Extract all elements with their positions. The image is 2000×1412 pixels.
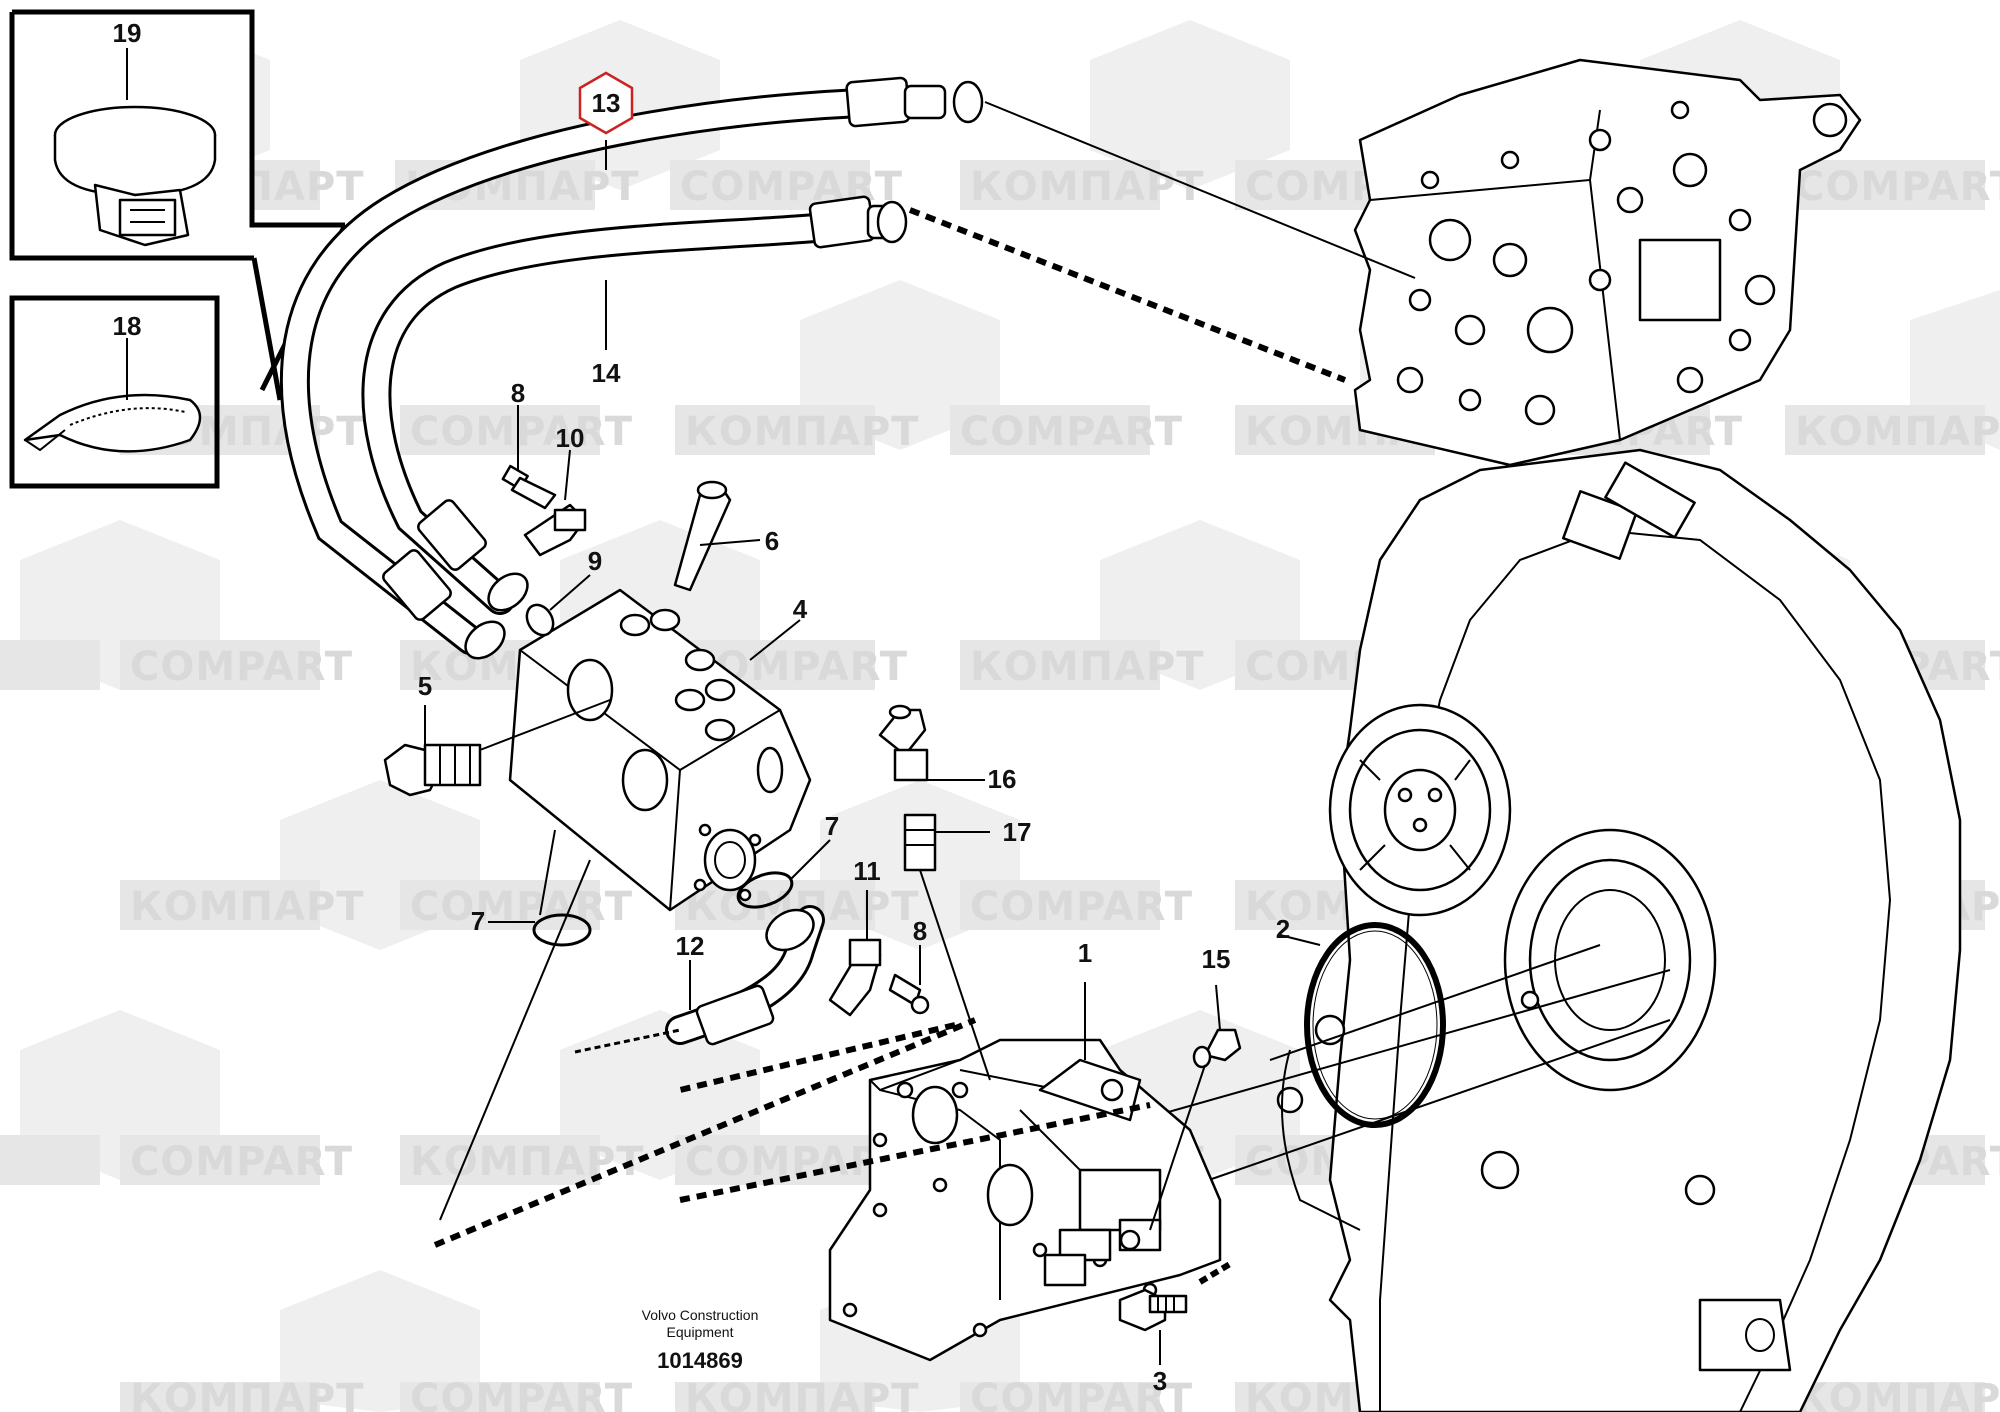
brand-line-2: Equipment bbox=[667, 1324, 734, 1340]
callout-7b: 7 bbox=[825, 811, 839, 841]
drawing-number: 1014869 bbox=[657, 1348, 743, 1373]
callout-15: 15 bbox=[1202, 944, 1231, 974]
adapter-17 bbox=[903, 813, 937, 872]
callout-8a: 8 bbox=[511, 378, 525, 408]
watermark-text: КОМПАРТ bbox=[970, 164, 1205, 210]
watermark-text: COMPART bbox=[970, 1376, 1193, 1412]
footer: Volvo Construction Equipment 1014869 bbox=[642, 1307, 759, 1373]
valve-block-4 bbox=[508, 588, 812, 912]
watermark-text: COMPART bbox=[130, 644, 353, 690]
callout-9: 9 bbox=[588, 546, 602, 576]
elbow-15 bbox=[1192, 1028, 1242, 1069]
watermark-text: КОМПАРТ bbox=[410, 1139, 645, 1185]
callout-5: 5 bbox=[418, 671, 432, 701]
bolt-8-top bbox=[501, 464, 557, 510]
callout-18: 18 bbox=[113, 311, 142, 341]
watermark-text: COMPART bbox=[960, 409, 1183, 455]
callout-13: 13 bbox=[592, 88, 621, 118]
callout-1: 1 bbox=[1078, 938, 1092, 968]
brand-line-1: Volvo Construction bbox=[642, 1307, 759, 1323]
o-ring-2 bbox=[1304, 922, 1446, 1128]
hydraulic-pump bbox=[828, 1038, 1222, 1362]
watermark-text: COMPART bbox=[410, 1376, 633, 1412]
watermark-text: КОМПАРТ bbox=[685, 409, 920, 455]
watermark-text: COMPART bbox=[1795, 164, 2000, 210]
callout-19: 19 bbox=[113, 18, 142, 48]
o-ring-7-left bbox=[532, 913, 592, 947]
watermark-text: COMPART bbox=[410, 409, 633, 455]
callout-2: 2 bbox=[1276, 914, 1290, 944]
callout-11: 11 bbox=[853, 856, 881, 886]
callout-8b: 8 bbox=[913, 916, 927, 946]
engine-housing bbox=[1276, 448, 1962, 1412]
hose-assembly bbox=[279, 76, 984, 660]
inset-18-cable-tie: 18 bbox=[9, 295, 220, 489]
drive-coupling bbox=[1328, 703, 1512, 917]
callout-7a: 7 bbox=[471, 906, 485, 936]
bolt-3 bbox=[1118, 1288, 1188, 1332]
o-ring-9 bbox=[525, 603, 555, 637]
watermark-text: КОМПАРТ bbox=[1795, 1376, 2000, 1412]
watermark-text: КОМПАРТ bbox=[685, 1376, 920, 1412]
callout-6: 6 bbox=[765, 526, 779, 556]
callout-16: 16 bbox=[988, 764, 1017, 794]
callout-12: 12 bbox=[676, 931, 705, 961]
callout-4: 4 bbox=[793, 594, 808, 624]
clamp-10 bbox=[523, 503, 587, 557]
cable-tie-icon bbox=[23, 393, 202, 453]
plug-5 bbox=[383, 743, 482, 797]
hose-12 bbox=[574, 905, 825, 1054]
watermark-text: COMPART bbox=[130, 1139, 353, 1185]
callout-13-highlight: 13 bbox=[578, 71, 634, 135]
control-valve bbox=[1353, 58, 1862, 467]
watermark-text: КОМПАРТ bbox=[1795, 409, 2000, 455]
watermark-text: КОМПАРТ bbox=[130, 1376, 365, 1412]
bolt-8-lower bbox=[888, 973, 930, 1015]
elbow-16 bbox=[878, 704, 929, 782]
clamp-11 bbox=[828, 938, 882, 1017]
hose-clamp-icon bbox=[53, 105, 217, 247]
watermark-text: COMPART bbox=[410, 884, 633, 930]
o-ring-7-right bbox=[736, 871, 794, 909]
callout-14: 14 bbox=[592, 358, 621, 388]
watermark-text: COMPART bbox=[970, 884, 1193, 930]
callout-17: 17 bbox=[1003, 817, 1032, 847]
screw-6 bbox=[673, 480, 732, 592]
watermark-text: КОМПАРТ bbox=[130, 884, 365, 930]
callout-10: 10 bbox=[556, 423, 585, 453]
callout-3: 3 bbox=[1153, 1366, 1167, 1396]
watermark-text: КОМПАРТ bbox=[970, 644, 1205, 690]
